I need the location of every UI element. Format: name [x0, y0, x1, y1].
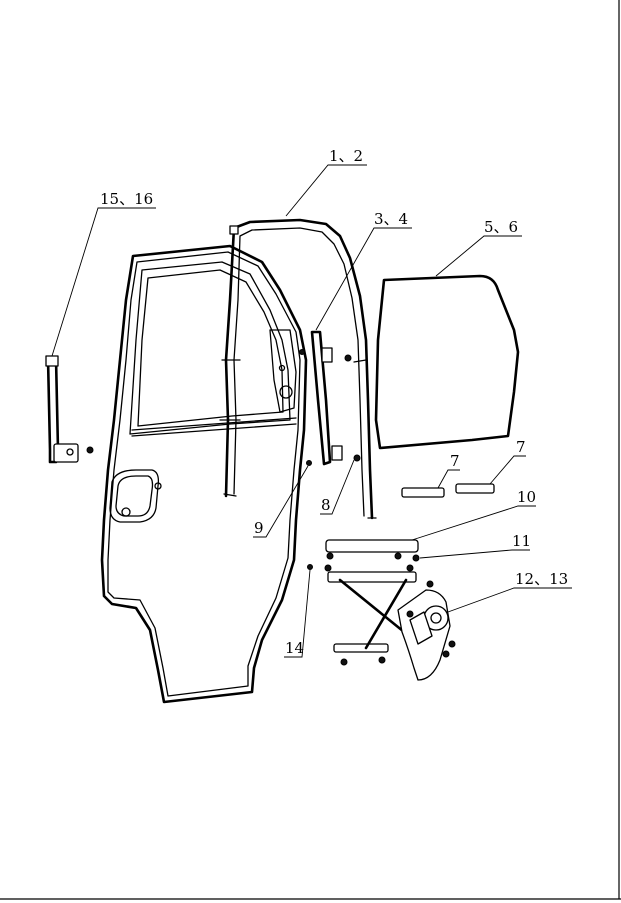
window-regulator — [324, 539, 456, 681]
glass-holder-right — [455, 483, 495, 494]
callout-1-2: 1、2 — [329, 147, 363, 165]
run-channel-clip — [229, 225, 239, 235]
leader-lines — [51, 164, 572, 658]
door-shell — [100, 244, 313, 704]
callout-8: 8 — [321, 496, 331, 514]
glass-holder-left — [401, 487, 445, 498]
regulator-top-rail — [325, 539, 419, 553]
callouts: 1、2 3、4 5、6 7 7 8 9 10 11 12、13 14 15、16 — [100, 147, 568, 657]
regulator-lower-rail — [327, 571, 417, 583]
door-outer-outline — [100, 244, 308, 704]
door-fastener-1 — [299, 349, 305, 355]
door-inner-outline — [107, 251, 301, 697]
callout-10: 10 — [517, 488, 536, 506]
callout-7-right: 7 — [516, 438, 526, 456]
glass-run-channel — [219, 218, 377, 520]
leader-1-2 — [285, 164, 367, 217]
division-bar-screw-top — [344, 354, 352, 362]
guide-channel-screw — [86, 446, 94, 454]
regulator-gear-housing — [409, 611, 433, 645]
leader-14 — [284, 569, 311, 658]
regulator-bolt-11 — [412, 554, 420, 562]
run-channel-left-sleeve — [219, 359, 241, 421]
mirror-hole-small — [278, 364, 286, 372]
division-bar-screw-8 — [353, 454, 361, 462]
callout-3-4: 3、4 — [374, 210, 408, 228]
regulator-bolt-1 — [326, 552, 334, 560]
regulator-bolt-7 — [448, 640, 456, 648]
callout-12-13: 12、13 — [515, 570, 568, 588]
callout-11: 11 — [512, 532, 531, 550]
regulator-bolt-6 — [406, 610, 414, 618]
regulator-bolt-8 — [442, 650, 450, 658]
leader-15-16 — [51, 207, 156, 357]
run-channel-right-sleeve — [353, 359, 367, 363]
leader-12-13 — [447, 587, 572, 613]
leader-10 — [411, 505, 536, 541]
handle-screw — [121, 507, 131, 517]
leader-9 — [253, 465, 309, 538]
regulator-bolt-3 — [324, 564, 332, 572]
belt-line — [131, 417, 297, 437]
division-bar-bracket-bottom — [331, 445, 343, 461]
regulator-bolt-2 — [394, 552, 402, 560]
glass-holders — [401, 483, 495, 498]
regulator-bolt-9 — [340, 658, 348, 666]
leader-5-6 — [435, 235, 522, 277]
leader-7-left — [437, 469, 460, 489]
door-fastener-14 — [307, 564, 313, 570]
leader-8 — [320, 459, 355, 515]
door-fastener-9 — [306, 460, 312, 466]
callout-15-16: 15、16 — [100, 190, 153, 208]
regulator-bolt-5 — [426, 580, 434, 588]
handle-bolt — [154, 482, 162, 490]
guide-channel-hole — [66, 448, 74, 456]
callout-14: 14 — [285, 639, 304, 657]
leader-3-4 — [315, 227, 412, 331]
division-bar — [310, 330, 361, 466]
regulator-bolt-10 — [378, 656, 386, 664]
door-glass — [374, 274, 520, 450]
rear-guide-channel — [45, 355, 94, 464]
guide-channel-bottom-bracket — [53, 443, 79, 463]
leader-11 — [419, 549, 530, 559]
run-channel-left-foot — [223, 493, 237, 497]
division-bar-body — [310, 330, 332, 466]
door-handle-recess-inner — [115, 475, 154, 517]
callout-5-6: 5、6 — [484, 218, 518, 236]
regulator-motor-hub — [430, 612, 442, 624]
callout-7-left: 7 — [450, 452, 460, 470]
regulator-arm-b — [364, 578, 408, 650]
window-frame-outer — [129, 261, 291, 435]
guide-channel-top-cap — [45, 355, 59, 367]
mirror-hole — [279, 385, 293, 399]
division-bar-bracket-top — [321, 347, 333, 363]
regulator-bolt-4 — [406, 564, 414, 572]
leader-7-right — [489, 455, 526, 485]
door-handle-recess — [109, 469, 160, 523]
regulator-bottom-rail — [333, 643, 389, 653]
glass-outline — [374, 274, 520, 450]
run-channel-inner — [233, 227, 365, 517]
callout-9: 9 — [254, 519, 264, 537]
run-channel-outer — [224, 218, 374, 520]
mirror-mount-area — [269, 329, 297, 413]
